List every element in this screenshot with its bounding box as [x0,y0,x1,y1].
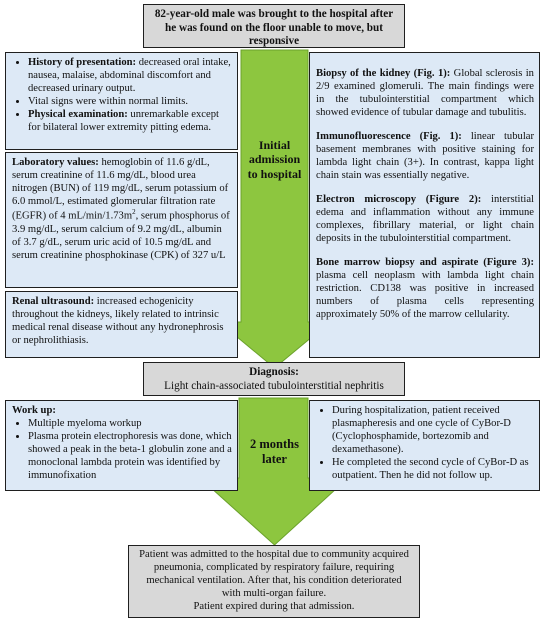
diagnosis-text: Light chain-associated tubulointerstitia… [164,380,384,393]
presentation-box: 82-year-old male was brought to the hosp… [143,4,405,48]
history-box: History of presentation: decreased oral … [5,52,238,150]
treatment-box: During hospitalization, patient received… [309,400,540,491]
lab-values-text: Laboratory values: hemoglobin of 11.6 g/… [12,157,230,261]
workup-item: Plasma protein electrophoresis was done,… [28,430,232,482]
treatment-list: During hospitalization, patient received… [316,404,534,482]
renal-ultrasound-text: Renal ultrasound: increased echogenicity… [12,296,224,347]
history-item: Physical examination: unremarkable excep… [28,108,232,134]
workup-box: Work up: Multiple myeloma workup Plasma … [5,400,238,491]
treatment-item: During hospitalization, patient received… [332,404,534,456]
history-item: Vital signs were within normal limits. [28,95,232,108]
diagnosis-label: Diagnosis: [249,366,299,378]
outcome-box: Patient was admitted to the hospital due… [128,545,420,618]
workup-item: Multiple myeloma workup [28,417,232,430]
lab-values-box: Laboratory values: hemoglobin of 11.6 g/… [5,152,238,288]
immunofluorescence-text: Immunofluorescence (Fig. 1): linear tubu… [316,131,534,182]
initial-admission-label: Initial admission to hospital [247,138,302,181]
bone-marrow-text: Bone marrow biopsy and aspirate (Figure … [316,257,534,321]
outcome-text: Patient was admitted to the hospital due… [139,549,409,599]
outcome-final-text: Patient expired during that admission. [193,600,355,612]
two-months-later-label: 2 months later [250,437,299,466]
workup-label: Work up: [12,405,56,416]
diagnosis-box: Diagnosis: Light chain-associated tubulo… [143,362,405,396]
biopsy-kidney-text: Biopsy of the kidney (Fig. 1): Global sc… [316,68,534,119]
history-item: History of presentation: decreased oral … [28,56,232,95]
electron-microscopy-text: Electron microscopy (Figure 2): intersti… [316,194,534,245]
biopsy-findings-box: Biopsy of the kidney (Fig. 1): Global sc… [309,52,540,358]
history-list: History of presentation: decreased oral … [12,56,232,134]
renal-ultrasound-box: Renal ultrasound: increased echogenicity… [5,291,238,358]
presentation-text: 82-year-old male was brought to the hosp… [154,8,394,48]
treatment-item: He completed the second cycle of CyBor-D… [332,456,534,482]
workup-list: Multiple myeloma workup Plasma protein e… [12,417,232,482]
